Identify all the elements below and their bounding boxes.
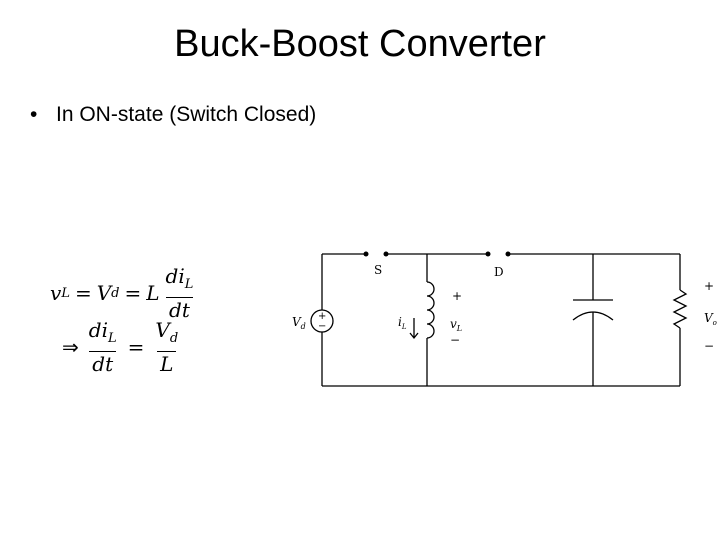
eq2-frac1-num-var: di: [88, 318, 108, 342]
inductor-voltage-sub: L: [456, 324, 462, 333]
eq2-frac2-num-sub: d: [169, 331, 179, 346]
inductor-plus: +: [452, 289, 462, 303]
eq2-frac2-num-var: V: [155, 318, 170, 342]
source-plus: +: [318, 311, 326, 322]
equation-current-slope: ⇒ diL dt = Vd L: [62, 318, 184, 376]
eq2-frac2-num: Vd: [152, 318, 181, 351]
resistor-icon: [672, 289, 688, 329]
voltage-source-icon: [310, 309, 334, 333]
eq1-mid-sub: d: [111, 285, 120, 301]
diode-label: D: [494, 265, 504, 279]
eq2-frac1-den: dt: [89, 351, 117, 376]
eq1-coef: L: [146, 281, 160, 305]
eq1-equals-2: =: [124, 281, 142, 305]
buck-boost-circuit: S D + − Vd iL + vL − + Vo −: [292, 251, 717, 387]
source-label-text: Vd: [292, 315, 306, 331]
eq2-frac1-num: diL: [86, 318, 120, 351]
eq1-mid-var: V: [96, 281, 112, 305]
eq2-frac1-num-sub: L: [107, 331, 117, 346]
bullet-item: • In ON-state (Switch Closed): [30, 100, 316, 130]
switch-label: S: [374, 263, 382, 277]
eq2-fraction-1: diL dt: [86, 318, 120, 376]
inductor-current-sub: L: [401, 323, 407, 331]
eq2-equals: =: [127, 335, 145, 359]
output-label-text: Vo: [704, 311, 717, 327]
output-sub: o: [713, 319, 717, 327]
switch-terminal-right: [383, 251, 389, 257]
inductor-minus: −: [450, 333, 460, 347]
eq1-frac-num: diL: [163, 264, 197, 297]
eq1-equals-1: =: [74, 281, 92, 305]
bullet-symbol: •: [30, 103, 38, 126]
eq2-fraction-2: Vd L: [152, 318, 181, 376]
inductor-voltage-text: vL: [450, 317, 462, 333]
switch-terminal-left: [363, 251, 369, 257]
bullet-text: In ON-state (Switch Closed): [56, 103, 317, 126]
eq1-frac-num-var: di: [165, 264, 185, 288]
inductor-current-text: iL: [398, 315, 407, 331]
output-minus: −: [704, 339, 714, 353]
source-minus: −: [318, 321, 326, 332]
eq1-frac-den: dt: [166, 297, 193, 322]
current-arrow-icon: [409, 318, 419, 340]
output-label: V: [704, 311, 714, 325]
diode-terminal-left: [485, 251, 491, 257]
inductor-current: i: [398, 315, 402, 329]
eq1-frac-num-sub: L: [184, 277, 194, 292]
source-sub: d: [301, 322, 306, 331]
eq1-fraction: diL dt: [163, 264, 197, 322]
diode-terminal-right: [505, 251, 511, 257]
output-plus: +: [704, 279, 714, 293]
eq1-lhs-var: v: [50, 281, 62, 305]
slide-title: Buck-Boost Converter: [174, 23, 546, 65]
inductor-icon: [426, 281, 435, 339]
inductor-voltage: v: [450, 317, 457, 331]
eq2-frac2-den: L: [157, 351, 177, 376]
eq2-implies: ⇒: [62, 335, 79, 359]
eq1-lhs-sub: L: [61, 285, 70, 301]
source-label: V: [292, 315, 302, 329]
